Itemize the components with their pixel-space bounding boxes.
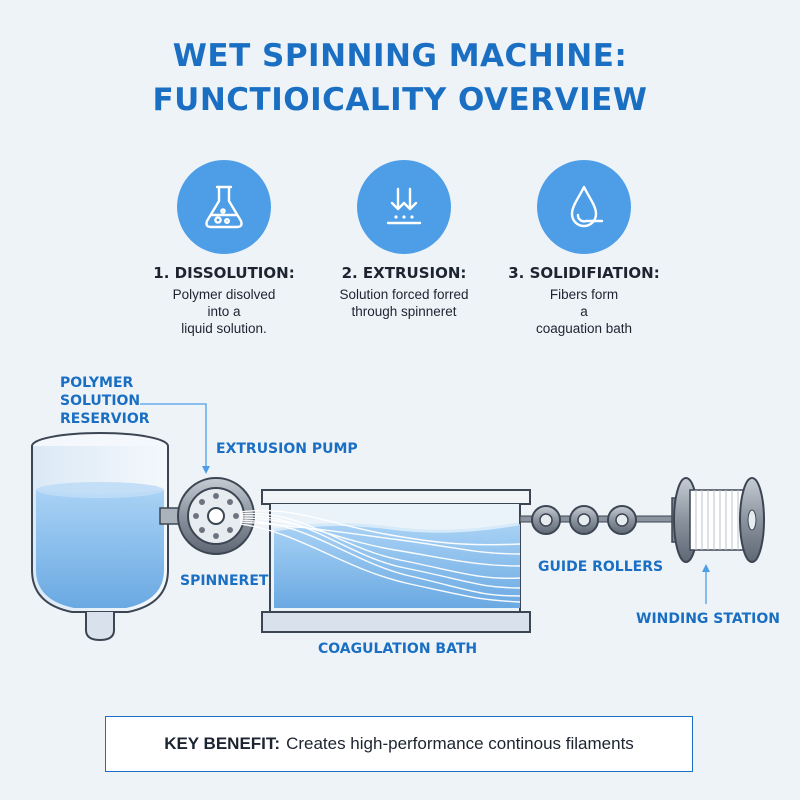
step-description: Polymer disolved into a liquid solution.	[172, 287, 276, 336]
droplet-icon	[537, 160, 631, 254]
title-line-2: FUNCTIOICALITY OVERVIEW	[152, 82, 648, 118]
step-solidification: 3. SOLIDIFIATION: Fibers form a coaguati…	[474, 160, 694, 337]
key-benefit-box: KEY BENEFIT: Creates high-performance co…	[105, 716, 693, 772]
bath-label: COAGULATION BATH	[318, 641, 478, 657]
step-heading: 2. EXTRUSION:	[341, 264, 467, 282]
guide-rollers	[519, 505, 689, 535]
extrusion-arrows-icon	[357, 160, 451, 254]
step-heading: 1. DISSOLUTION:	[153, 264, 295, 282]
step-description: Fibers form a coaguation bath	[535, 287, 633, 336]
benefit-text: Creates high-performance continous filam…	[286, 734, 634, 753]
coagulation-bath	[261, 489, 531, 633]
reservoir-label: POLYMER SOLUTION RESERVIOR	[60, 375, 150, 427]
step-dissolution: 1. DISSOLUTION: Polymer disolved into a …	[114, 160, 334, 337]
spinneret-label: SPINNERET	[180, 573, 269, 589]
reservoir-callout-line	[140, 403, 207, 470]
rollers-label: GUIDE ROLLERS	[538, 559, 664, 575]
step-heading: 3. SOLIDIFIATION:	[508, 264, 660, 282]
extrusion-pump	[159, 477, 255, 555]
benefit-label: KEY BENEFIT:	[164, 734, 281, 753]
step-extrusion: 2. EXTRUSION: Solution forced forred thr…	[294, 160, 514, 320]
pump-label: EXTRUSION PUMP	[216, 441, 358, 457]
title-line-1: WET SPINNING MACHINE:	[172, 38, 628, 74]
fiber-strands	[239, 509, 521, 603]
winding-label: WINDING STATION	[636, 611, 780, 627]
page-title: WET SPINNING MACHINE: FUNCTIOICALITY OVE…	[0, 34, 800, 122]
polymer-reservoir	[31, 432, 184, 642]
flask-icon	[177, 160, 271, 254]
step-description: Solution forced forred through spinneret	[339, 287, 469, 319]
winding-spool	[671, 477, 765, 563]
